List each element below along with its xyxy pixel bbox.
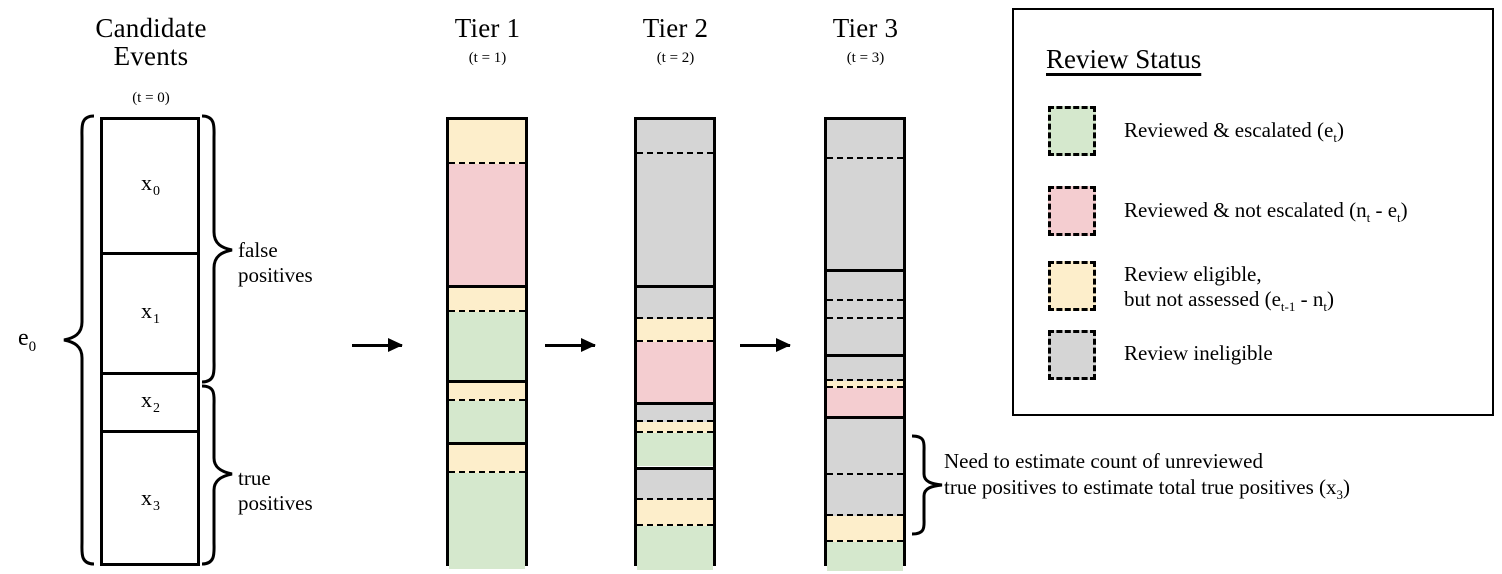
segment-label-x1: x1	[141, 297, 160, 327]
legend-label-ineligible: Review ineligible	[1124, 341, 1273, 365]
bar-tier1	[446, 117, 528, 569]
bar-band-eligible_not_assessed	[449, 288, 525, 312]
bar-band-ineligible	[637, 288, 713, 319]
segment-label-x2: x2	[141, 386, 160, 416]
bar-segment	[449, 120, 525, 288]
legend-label-eligible-not-assessed: Review eligible, but not assessed (et-1 …	[1124, 262, 1334, 315]
true-positives-label: true positives	[238, 466, 313, 516]
bar-segment	[449, 383, 525, 445]
legend-swatch-escalated	[1048, 106, 1096, 156]
column-title-tier1: Tier 1	[454, 13, 521, 43]
candidate-title-line1: Candidate	[95, 13, 207, 43]
arrow-tier2-to-tier3	[740, 338, 791, 352]
bar-segment	[637, 405, 713, 470]
bar-band-eligible_not_assessed	[637, 500, 713, 526]
tier1-subtitle: (t = 1)	[468, 50, 507, 66]
column-title-candidate: Candidate Events	[36, 14, 266, 71]
brace-unreviewed-true-positives	[911, 434, 943, 536]
arrow-tier1-to-tier2	[545, 338, 596, 352]
bar-segment	[827, 120, 903, 272]
candidate-subtitle: (t = 0)	[132, 90, 170, 106]
bar-tier3	[824, 117, 906, 571]
bar-segment: x2	[103, 375, 197, 433]
column-title-tier3: Tier 3	[832, 13, 899, 43]
false-positives-line2: positives	[238, 262, 313, 287]
bar-band-not_escalated	[827, 388, 903, 416]
bar-segment	[449, 288, 525, 383]
bar-band-not_escalated	[449, 164, 525, 285]
bar-band-escalated	[827, 542, 903, 571]
true-positives-line1: true	[238, 466, 271, 490]
e0-label: e0	[18, 325, 37, 355]
bar-segment	[827, 272, 903, 357]
bar-segment	[637, 470, 713, 570]
bar-band-escalated	[449, 401, 525, 442]
note-line1: Need to estimate count of unreviewed	[944, 449, 1263, 473]
unreviewed-note: Need to estimate count of unreviewed tru…	[944, 448, 1502, 503]
tier2-subtitle: (t = 2)	[656, 50, 695, 66]
bar-band-eligible_not_assessed	[637, 422, 713, 433]
bar-band-not_escalated	[637, 342, 713, 402]
legend-eligible-line1: Review eligible,	[1124, 262, 1262, 286]
bar-segment	[827, 419, 903, 571]
bar-band-eligible_not_assessed	[449, 120, 525, 164]
bar-band-ineligible	[637, 470, 713, 500]
tier3-subtitle: (t = 3)	[846, 50, 885, 66]
note-line2: true positives to estimate total true po…	[944, 475, 1351, 503]
brace-e0	[63, 114, 95, 566]
false-positives-line1: false	[238, 238, 278, 262]
bar-band-ineligible	[637, 405, 713, 422]
bar-band-ineligible	[827, 357, 903, 381]
bar-tier2	[634, 117, 716, 570]
brace-false-positives	[201, 114, 233, 384]
bar-segment	[637, 288, 713, 405]
legend-swatch-not-escalated	[1048, 186, 1096, 236]
arrow-candidate-to-tier1	[352, 338, 403, 352]
bar-band-ineligible	[827, 319, 903, 354]
legend-label-not-escalated: Reviewed & not escalated (nt - et)	[1124, 198, 1408, 225]
legend-label-escalated: Reviewed & escalated (et)	[1124, 118, 1344, 145]
true-positives-line2: positives	[238, 490, 313, 515]
bar-band-ineligible	[827, 272, 903, 301]
bar-segment: x3	[103, 433, 197, 569]
bar-band-ineligible	[827, 120, 903, 159]
bar-band-eligible_not_assessed	[827, 516, 903, 542]
bar-band-escalated	[449, 473, 525, 569]
bar-band-escalated	[637, 433, 713, 466]
bar-segment: x0	[103, 120, 197, 255]
bar-band-eligible_not_assessed	[827, 381, 903, 388]
bar-segment	[827, 357, 903, 419]
bar-band-ineligible	[827, 301, 903, 319]
bar-band-ineligible	[827, 419, 903, 475]
legend-swatch-eligible-not-assessed	[1048, 261, 1096, 311]
brace-true-positives	[201, 384, 233, 566]
legend-title: Review Status	[1046, 44, 1202, 74]
bar-band-eligible_not_assessed	[449, 445, 525, 473]
bar-band-eligible_not_assessed	[637, 319, 713, 342]
bar-band-ineligible	[637, 120, 713, 154]
candidate-title-line2: Events	[113, 41, 189, 72]
bar-segment: x1	[103, 255, 197, 375]
bar-segment	[449, 445, 525, 569]
bar-band-eligible_not_assessed	[449, 383, 525, 401]
bar-band-escalated	[637, 526, 713, 570]
legend-eligible-line2: but not assessed (et-1 - nt)	[1124, 287, 1334, 315]
bar-band-ineligible	[827, 475, 903, 516]
bar-band-ineligible	[827, 159, 903, 269]
bar-segment	[637, 120, 713, 288]
false-positives-label: false positives	[238, 238, 313, 288]
bar-band-ineligible	[637, 154, 713, 285]
column-title-tier2: Tier 2	[642, 13, 709, 43]
segment-label-x3: x3	[141, 485, 160, 514]
legend-swatch-ineligible	[1048, 330, 1096, 380]
bar-band-escalated	[449, 312, 525, 380]
bar-candidate: x0 x1 x2 x3	[100, 117, 200, 566]
segment-label-x0: x0	[141, 170, 160, 199]
